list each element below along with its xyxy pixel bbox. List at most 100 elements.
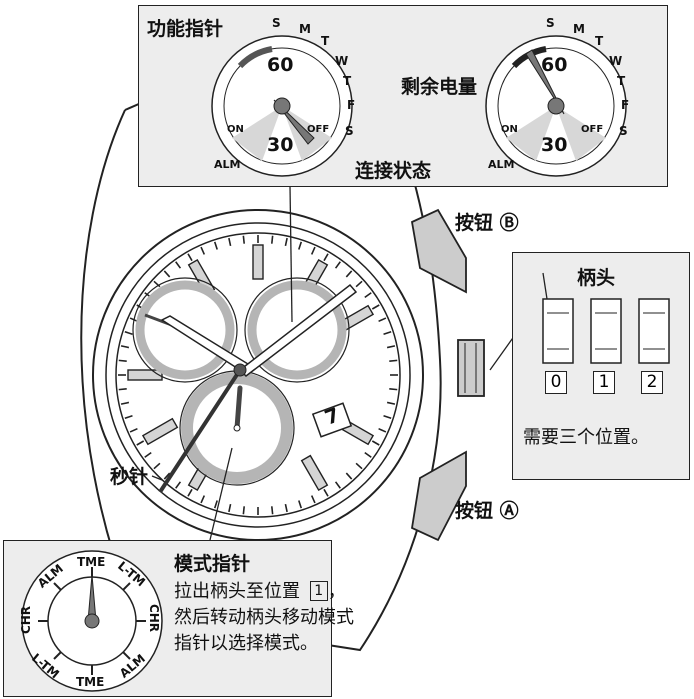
remaining-power-label: 剩余电量 [401,76,478,98]
dial-tick [383,330,392,335]
dial-tick [213,500,218,509]
dial-tick [364,451,372,458]
mode-hand-title: 模式指针 [174,553,251,575]
dial-tick [153,280,161,288]
crown-panel: 柄头 0 1 2 需要三个位置。 [512,252,690,480]
left-day-f: F [347,98,356,112]
function-hand-panel: 功能指针 剩余电量 连接状态 60 30 60 30 ON OFF ALM ON… [138,5,668,187]
left-day-w: W [335,54,349,68]
dial-tick [271,235,274,244]
mode-dial [21,550,163,692]
right-dial-60: 60 [541,54,568,76]
dial-tick [124,415,133,420]
dial-tick [187,253,193,262]
left-alm-label: ALM [214,158,241,171]
dial-tick [175,261,182,269]
dial-tick [120,345,130,349]
dial-tick [124,330,133,335]
dial-tick [323,488,329,497]
hour-marker [127,369,163,381]
dial-tick [355,280,363,288]
mode-label-chr-left: CHR [19,605,34,635]
left-on-label: ON [227,124,244,135]
button-a [411,450,467,542]
dial-tick [389,388,398,391]
dial-tick [163,270,171,278]
dial-tick [386,345,396,349]
dial-tick [144,451,152,458]
dial-tick [187,488,193,497]
left-off-label: OFF [307,124,330,135]
function-hand-title: 功能指针 [147,18,224,40]
function-dials [211,35,627,177]
dial-tick [118,388,127,391]
dial-tick [175,481,182,489]
dial-tick [242,506,245,515]
left-dial-60: 60 [267,54,294,76]
button-a-label: 按钮 Ⓐ [455,500,519,522]
connection-status-label: 连接状态 [355,160,432,182]
right-alm-label: ALM [488,158,515,171]
right-day-s: S [546,16,555,30]
dial-tick [118,359,127,362]
left-day-t2: T [343,74,352,88]
crown-note: 需要三个位置。 [523,427,649,448]
dial-tick [298,500,303,509]
dial-tick [386,401,396,405]
left-day-m: M [299,22,311,36]
dial-tick [378,317,387,323]
mode-line1-suffix: ， [327,581,346,602]
dial-tick [163,472,171,480]
right-day-s2: S [619,124,628,138]
dial-tick [284,503,288,513]
right-dial-30: 30 [541,134,568,156]
dial-tick [310,246,316,255]
dial-tick [383,415,392,420]
dial-tick [334,481,341,489]
left-day-t: T [321,34,330,48]
seconds-hand [158,368,242,494]
right-on-label: ON [501,124,518,135]
dial-tick [200,495,206,504]
crown-positions [542,272,670,364]
dial-tick [371,440,380,446]
watch-crown [457,339,485,397]
dial-tick [364,292,372,299]
dial-tick [334,261,341,269]
right-day-f: F [621,98,630,112]
dial-tick [345,472,353,480]
button-b [410,208,467,294]
hour-marker [300,454,329,492]
button-b-label: 按钮 Ⓑ [455,212,519,234]
crown-title: 柄头 [577,267,616,289]
mode-line3: 指针以选择模式。 [174,633,318,654]
dial-tick [355,462,363,470]
dial-tick [271,506,274,515]
dial-tick [242,235,245,244]
dial-tick [213,241,218,250]
left-day-s2: S [345,124,354,138]
mode-hand-panel: TME L-TM CHR ALM TME ALM CHR L-TM 模式指针 拉… [3,540,354,697]
dial-tick [129,427,138,433]
right-day-t: T [595,34,604,48]
dial-tick [371,304,380,310]
right-day-t2: T [617,74,626,88]
mode-label-tme-bottom: TME [76,675,105,689]
dial-tick-marks [118,235,398,515]
crown-position-2: 2 [641,371,663,394]
dial-tick [200,246,206,255]
hour-marker [252,244,264,280]
crown-position-1: 1 [593,371,615,394]
mode-line1-digit: 1 [309,581,328,601]
dial-tick [153,462,161,470]
dial-tick [323,253,329,262]
mode-line2: 然后转动柄头移动模式 [174,607,354,628]
dial-tick [345,270,353,278]
second-hand-label: 秒针 [110,466,149,488]
crown-position-0: 0 [545,371,567,394]
dial-tick [389,359,398,362]
right-day-m: M [573,22,585,36]
dial-tick [120,401,130,405]
hour-marker [141,417,179,446]
